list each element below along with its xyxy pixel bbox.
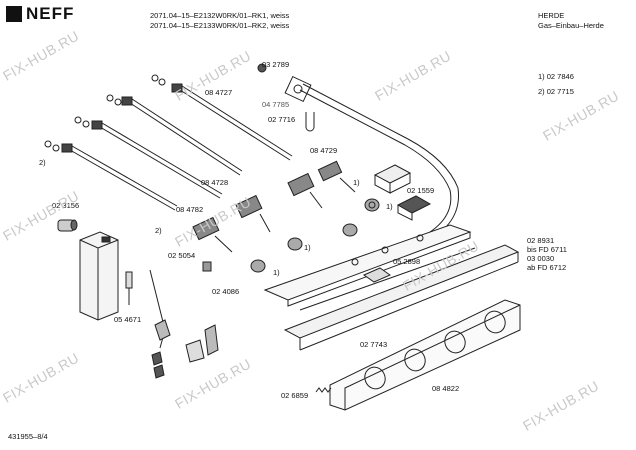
note-028931: 02 8931 xyxy=(527,236,555,245)
model-line-1: 2071.04–15–E2132W0RK/01–RK1, weiss xyxy=(150,11,290,20)
gas-tube-1 xyxy=(179,85,293,161)
bracket-parts xyxy=(151,324,219,379)
knob-3 xyxy=(287,237,303,251)
brand-logo-text: NEFF xyxy=(26,4,75,23)
part-label-052898: 05 2898 xyxy=(393,257,421,266)
part-label-084728: 08 4728 xyxy=(201,178,229,187)
part-label-024086: 02 4086 xyxy=(212,287,240,296)
footnote-marker-1: 1) xyxy=(304,243,311,252)
housing-part xyxy=(79,231,119,321)
note-ab: ab FD 6712 xyxy=(527,263,567,272)
part-label-026859: 02 6859 xyxy=(281,391,309,400)
gas-tube-4 xyxy=(69,145,178,211)
part-label-084782: 08 4782 xyxy=(176,205,204,214)
front-rail xyxy=(283,244,520,351)
gas-rail xyxy=(299,83,460,237)
part-label-023156: 02 3156 xyxy=(52,201,80,210)
legend-item-2: 2) 02 7715 xyxy=(538,87,574,96)
gas-tube-2 xyxy=(129,98,243,176)
part-label-084727: 08 4727 xyxy=(205,88,233,97)
thermocouple-lead xyxy=(125,269,171,349)
category-title: HERDE xyxy=(538,11,565,20)
gas-tap-1 xyxy=(317,160,356,193)
gas-tap-2 xyxy=(287,172,323,209)
part-label-054671: 05 4671 xyxy=(114,315,142,324)
gas-tap-4 xyxy=(192,216,233,253)
model-line-2: 2071.04–15–E2133W0RK/01–RK2, weiss xyxy=(150,21,290,30)
knob-2 xyxy=(342,223,358,237)
footnote-marker-1: 1) xyxy=(386,202,393,211)
part-label-021559: 02 1559 xyxy=(407,186,435,195)
knob-4 xyxy=(250,259,266,273)
footnote-marker-1: 1) xyxy=(353,178,360,187)
footnote-marker-2: 2) xyxy=(155,226,162,235)
footnote-marker-2: 2) xyxy=(39,158,46,167)
part-label-084822: 08 4822 xyxy=(432,384,460,393)
thermocouple-part xyxy=(57,219,78,232)
neff-logo-icon xyxy=(6,6,22,22)
ignition-box-2 xyxy=(396,195,432,221)
footnote-marker-1: 1) xyxy=(273,268,280,277)
document-id: 431955–8/4 xyxy=(8,432,48,441)
part-label-047785: 04 7785 xyxy=(262,100,290,109)
legend-item-1: 1) 02 7846 xyxy=(538,72,574,81)
part-label-032789: 03 2789 xyxy=(262,60,290,69)
knob-1 xyxy=(364,198,380,212)
part-label-027716: 02 7716 xyxy=(268,115,296,124)
control-panel xyxy=(329,299,521,411)
gas-tap-3 xyxy=(235,194,271,233)
mounting-rail xyxy=(263,224,476,311)
note-030030: 03 0030 xyxy=(527,254,555,263)
ignition-box-1 xyxy=(373,164,412,194)
spring-part xyxy=(315,387,332,393)
part-label-025054: 02 5054 xyxy=(168,251,196,260)
gas-tube-3 xyxy=(99,122,223,199)
part-label-084729: 08 4729 xyxy=(310,146,338,155)
note-bis: bis FD 6711 xyxy=(527,245,567,254)
part-label-027743: 02 7743 xyxy=(360,340,388,349)
category-subtitle: Gas–Einbau–Herde xyxy=(538,21,604,30)
